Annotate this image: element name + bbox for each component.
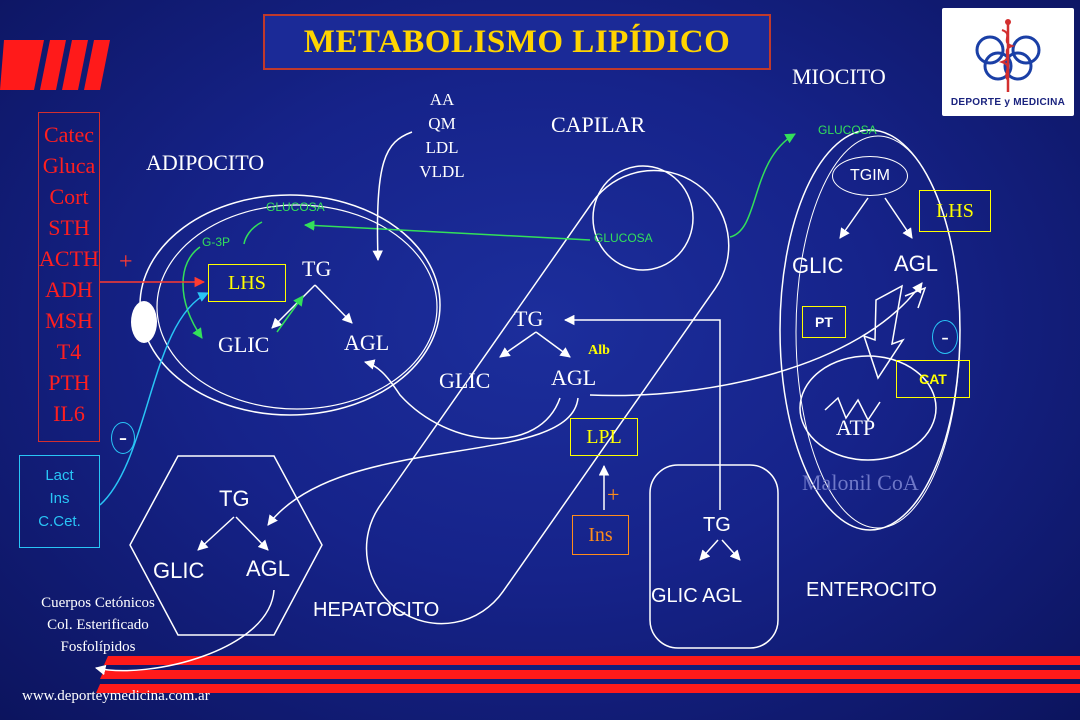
hormone-item: MSH <box>45 308 93 333</box>
adipo-glic-label: GLIC <box>218 332 270 357</box>
cat-minus-sign: - <box>932 320 958 354</box>
pt-box: PT <box>802 306 846 338</box>
inhibitor-item: C.Cet. <box>38 513 81 530</box>
miocito-lhs-box: LHS <box>919 190 991 232</box>
miocito-glic-label: GLIC <box>792 253 844 278</box>
footer-url[interactable]: www.deporteymedicina.com.ar <box>22 688 210 704</box>
hormone-item: ACTH <box>39 246 99 271</box>
enterocito-title: ENTEROCITO <box>806 579 937 601</box>
cat-box: CAT <box>896 360 970 398</box>
hormone-item: Catec <box>43 122 95 147</box>
capilar-glic-label: GLIC <box>439 368 491 393</box>
hepato-glic-label: GLIC <box>153 558 205 583</box>
lipoproteins-list: AA QM LDL VLDL <box>408 88 476 184</box>
atp-label: ATP <box>836 415 876 440</box>
page-title: METABOLISMO LIPÍDICO <box>263 14 771 70</box>
hormone-item: Gluca <box>42 153 96 178</box>
hormones-box: Catec Gluca Cort STH ACTH ADH MSH T4 PTH… <box>38 112 100 442</box>
malonil-coa-label: Malonil CoA <box>802 470 919 495</box>
tgim-node: TGIM <box>832 156 908 196</box>
miocito-agl-label: AGL <box>894 251 939 276</box>
alb-label: Alb <box>588 343 610 358</box>
adipo-agl-label: AGL <box>344 330 390 355</box>
capilar-title: CAPILAR <box>551 112 646 137</box>
hepatocito-title: HEPATOCITO <box>313 599 440 621</box>
inhibitor-item: Ins <box>49 490 70 507</box>
hepato-products-list: Cuerpos Cetónicos Col. Esterificado Fosf… <box>14 592 182 658</box>
hormone-item: Cort <box>49 184 89 209</box>
logo-stripes-left <box>0 40 110 90</box>
adipo-glucosa-label: GLUCOSA <box>266 200 325 214</box>
entero-glic-agl-label: GLIC AGL <box>651 585 743 607</box>
hormone-item: PTH <box>48 370 90 395</box>
hepato-product-item: Fosfolípidos <box>60 639 136 655</box>
miocito-title: MIOCITO <box>792 64 886 89</box>
lipoprotein-item: AA <box>429 90 455 109</box>
g3p-label: G-3P <box>202 235 231 249</box>
ins-box: Ins <box>572 515 629 555</box>
miocito-glucosa-label: GLUCOSA <box>818 123 877 137</box>
minus-sign: - <box>111 422 135 454</box>
lipoprotein-item: QM <box>428 114 456 133</box>
capilar-glucosa-label: GLUCOSA <box>594 231 653 245</box>
hepato-agl-label: AGL <box>246 556 291 581</box>
bottom-stripes <box>96 656 1080 693</box>
hepato-product-item: Col. Esterificado <box>47 617 149 633</box>
adipocito-title: ADIPOCITO <box>146 150 265 175</box>
lipoprotein-item: LDL <box>425 138 459 157</box>
adipo-tg-label: TG <box>302 256 332 281</box>
inhibitor-item: Lact <box>45 467 74 484</box>
hepato-tg-label: TG <box>219 486 250 511</box>
logo: DEPORTE y MEDICINA <box>942 8 1074 116</box>
olympic-rings-icon <box>975 19 1041 92</box>
lpl-box: LPL <box>570 418 638 456</box>
hormone-item: ADH <box>45 277 93 302</box>
capilar-agl-label: AGL <box>551 365 597 390</box>
hormone-item: IL6 <box>53 401 85 426</box>
plus-sign: + <box>119 249 133 275</box>
hormone-item: STH <box>48 215 90 240</box>
capilar-tg-label: TG <box>514 306 544 331</box>
logo-text: DEPORTE y MEDICINA <box>950 97 1066 108</box>
lipoprotein-item: VLDL <box>419 162 465 181</box>
hormone-item: T4 <box>56 339 82 364</box>
hepato-product-item: Cuerpos Cetónicos <box>41 595 155 611</box>
ins-plus-sign: + <box>607 482 620 507</box>
entero-tg-label: TG <box>703 514 731 536</box>
inhibitors-box: Lact Ins C.Cet. <box>19 455 100 548</box>
adipo-lhs-box: LHS <box>208 264 286 302</box>
